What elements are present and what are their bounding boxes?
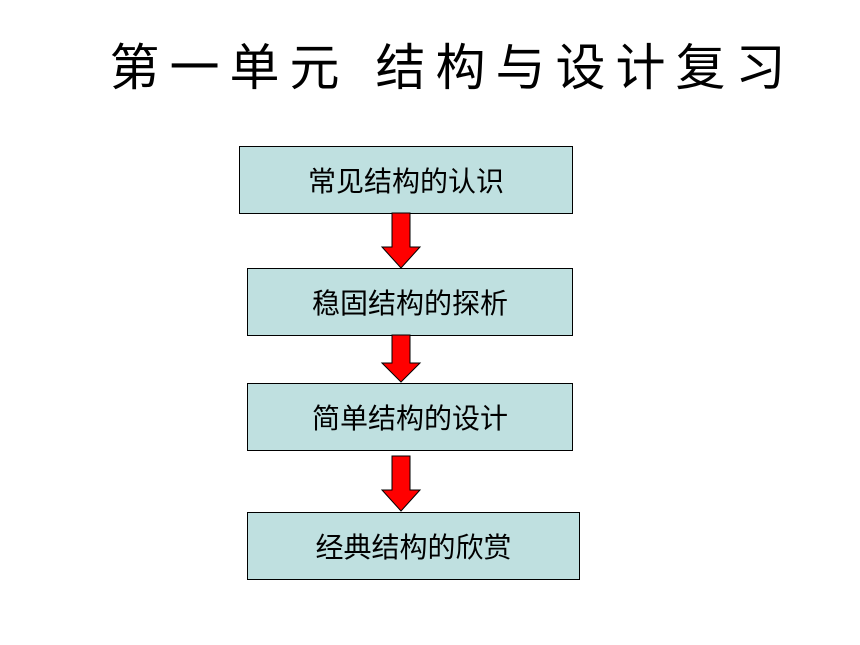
step-label-3: 简单结构的设计 — [311, 402, 508, 435]
slide-title: 第一单元 结构与设计复习 — [109, 39, 796, 97]
step-label-2: 稳固结构的探析 — [311, 287, 508, 320]
step-box-4: 经典结构的欣赏 — [247, 512, 580, 580]
flow-arrow-3-shape — [380, 455, 422, 512]
step-box-3: 简单结构的设计 — [247, 383, 573, 451]
step-label-1: 常见结构的认识 — [307, 165, 504, 198]
flow-arrow-1 — [380, 212, 422, 269]
flow-arrow-2-shape — [380, 334, 422, 383]
flow-arrow-1-shape — [380, 212, 422, 269]
flow-arrow-2 — [380, 334, 422, 383]
step-label-4: 经典结构的欣赏 — [315, 531, 512, 564]
step-box-2: 稳固结构的探析 — [247, 268, 573, 336]
step-box-1: 常见结构的认识 — [239, 146, 573, 214]
flow-arrow-3 — [380, 455, 422, 512]
